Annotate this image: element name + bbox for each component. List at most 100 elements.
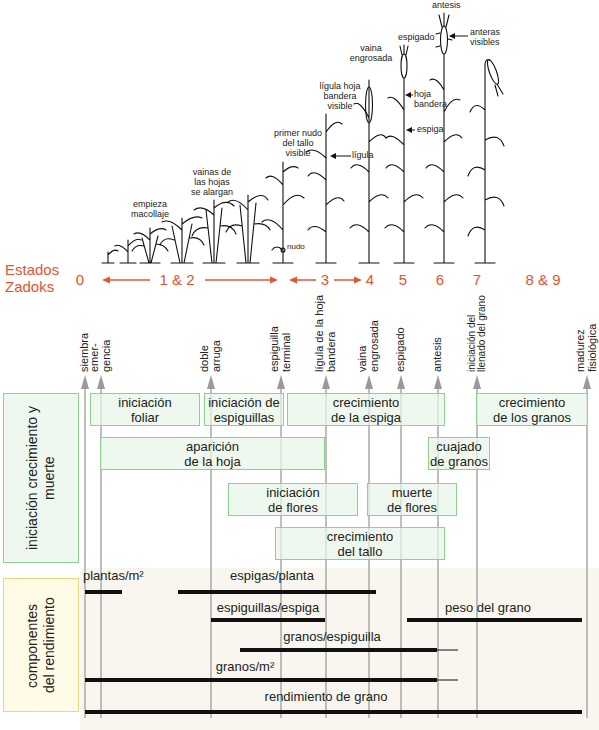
stage-axis-label: espiguilla terminal — [269, 320, 292, 372]
section-title: componentes del rendimiento — [24, 594, 58, 697]
stage-axis-label: lígula de la hoja bandera — [314, 293, 337, 372]
yield-bar-extension — [437, 650, 458, 651]
annotation-label: espigado — [398, 33, 435, 43]
section-box: componentes del rendimiento — [3, 578, 79, 712]
yield-bar-extension — [437, 680, 458, 681]
annotation-label: vaina engrosada — [348, 44, 394, 64]
yield-component-label: plantas/m² — [83, 569, 144, 583]
wheat-plant — [132, 228, 168, 263]
stage-number: 6 — [436, 272, 444, 289]
arrowhead — [330, 153, 336, 159]
stage-number: 8 & 9 — [525, 272, 560, 289]
box-label: aparición de la hoja — [182, 439, 244, 469]
arrowhead — [289, 277, 297, 284]
arrowhead — [270, 277, 278, 284]
yield-bar — [85, 710, 582, 714]
wheat-plant — [425, 13, 463, 263]
stage-axis-label: doble arruga — [199, 327, 222, 372]
wheat-plant — [192, 200, 236, 263]
stage-guide — [476, 386, 478, 718]
leader-arrow — [453, 36, 468, 37]
guide-arrowhead — [397, 375, 405, 389]
wheat-plant — [262, 162, 304, 263]
box-label: cuajado de granos — [429, 439, 489, 469]
annotation-label: primer nudo del tallo visible — [273, 129, 323, 159]
yield-bar — [85, 590, 122, 594]
guide-arrowhead — [81, 375, 89, 389]
wheat-spike — [441, 26, 448, 54]
annotation-label: hoja bandera — [414, 90, 450, 110]
guide-arrowhead — [277, 375, 285, 389]
process-box: crecimiento del tallo — [275, 527, 445, 560]
stage-number: 7 — [473, 272, 481, 289]
yield-component-label: granos/espiguilla — [283, 630, 381, 644]
section-title: iniciación crecimiento y muerte — [24, 403, 58, 553]
box-label: iniciación de flores — [259, 485, 327, 515]
wheat-plant — [160, 217, 204, 263]
guide-arrowhead — [207, 375, 215, 389]
yield-component-label: peso del grano — [445, 601, 531, 615]
swollen-sheath — [366, 87, 373, 123]
arrowhead — [405, 92, 411, 98]
stage-axis-label: antesis — [432, 297, 444, 372]
box-label: iniciación de espiguillas — [206, 395, 282, 425]
box-label: iniciación foliar — [105, 395, 185, 425]
stage-axis-label: emer- gencia — [89, 332, 112, 372]
stage-guide — [210, 386, 212, 718]
stage-guide — [100, 386, 102, 718]
stage-number: 1 & 2 — [159, 272, 194, 289]
yield-bar — [85, 678, 437, 682]
wheat-spike — [485, 59, 500, 86]
box-label: crecimiento de los granos — [491, 395, 573, 425]
process-box: crecimiento de los granos — [476, 393, 588, 426]
yield-bar — [240, 648, 437, 652]
yield-component-label: granos/m² — [216, 660, 275, 674]
stage-span-arrow — [334, 279, 356, 281]
process-box: cuajado de granos — [428, 437, 490, 470]
wheat-plant — [350, 80, 388, 263]
yield-bar — [178, 590, 376, 594]
arrowhead — [449, 33, 455, 39]
arrowhead — [102, 277, 110, 284]
process-box: crecimiento de la espiga — [287, 393, 445, 426]
process-box: muerte de flores — [367, 483, 457, 516]
guide-arrowhead — [434, 375, 442, 389]
box-label: muerte de flores — [385, 485, 440, 515]
stage-axis-label: iniciación del llenado del grano — [467, 290, 488, 372]
stage-number: 4 — [366, 272, 374, 289]
annotation-label: vainas de las hojas se alargan — [189, 168, 235, 198]
wheat-plant — [468, 60, 504, 264]
process-box: iniciación de espiguillas — [204, 393, 284, 426]
yield-band — [80, 568, 599, 730]
wheat-spike — [401, 54, 407, 78]
guide-arrowhead — [583, 375, 591, 389]
annotation-label: antesis — [432, 1, 461, 11]
stage-number: 0 — [76, 272, 84, 289]
annotation-label: empieza macollaje — [128, 200, 173, 220]
annotation-label: lígula — [352, 151, 374, 161]
yield-component-label: espigas/planta — [230, 569, 314, 583]
yield-component-label: espiguillas/espiga — [217, 601, 320, 615]
process-box: aparición de la hoja — [100, 437, 325, 470]
wheat-plant — [385, 45, 423, 263]
stage-guide — [84, 386, 86, 718]
stage-number: 3 — [321, 272, 329, 289]
guide-arrowhead — [473, 375, 481, 389]
stage-span-arrow — [295, 279, 316, 281]
arrowhead — [406, 127, 412, 133]
stage-number: 5 — [399, 272, 407, 289]
process-box: iniciación foliar — [90, 393, 200, 426]
annotation-label: anteras visibles — [470, 28, 512, 48]
yield-component-label: rendimiento de grano — [265, 690, 388, 704]
wheat-plant — [102, 250, 118, 263]
stage-axis-label: espigado — [395, 297, 407, 372]
stage-span-arrow — [108, 279, 150, 281]
annotation-label: lígula hoja bandera visible — [315, 82, 365, 112]
stage-scale-title: Estados Zadoks — [5, 262, 75, 295]
stage-axis-label: madurez fisiológica — [575, 316, 598, 372]
wheat-plant — [115, 239, 141, 263]
section-box: iniciación crecimiento y muerte — [3, 393, 79, 563]
annotation-label: espiga — [417, 125, 444, 135]
process-box: iniciación de flores — [228, 483, 358, 516]
